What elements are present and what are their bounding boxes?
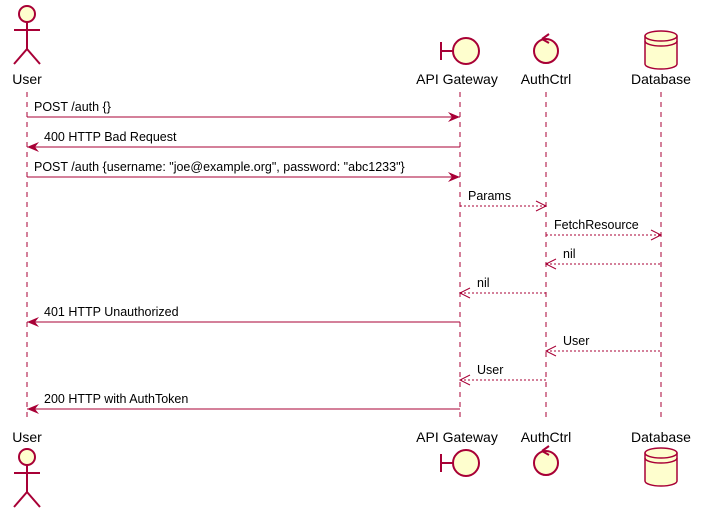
participant-api-gateway-bottom: API Gateway — [416, 429, 498, 477]
arrowhead-icon — [458, 374, 471, 386]
message: Params — [460, 189, 548, 212]
participant-label: AuthCtrl — [521, 429, 572, 445]
arrowhead-icon — [544, 258, 557, 270]
message-label: nil — [563, 247, 576, 261]
message-label: 200 HTTP with AuthToken — [44, 392, 188, 406]
message-label: POST /auth {} — [34, 100, 111, 114]
participant-user-top: User — [12, 5, 42, 87]
arrowhead-icon — [448, 172, 460, 182]
arrowhead-icon — [27, 317, 39, 327]
message-label: FetchResource — [554, 218, 639, 232]
message: POST /auth {} — [27, 100, 460, 122]
boundary-icon — [440, 37, 480, 65]
participant-label: Database — [631, 429, 691, 445]
message: 400 HTTP Bad Request — [27, 130, 460, 152]
messages: POST /auth {} 400 HTTP Bad Request POST … — [27, 100, 663, 414]
participant-authctrl-bottom: AuthCtrl — [521, 429, 572, 476]
control-icon — [533, 445, 559, 476]
participant-authctrl-top: AuthCtrl — [521, 33, 572, 87]
message: FetchResource — [546, 218, 663, 241]
boundary-icon — [440, 449, 480, 477]
message-label: 400 HTTP Bad Request — [44, 130, 177, 144]
participant-database-bottom: Database — [631, 429, 691, 487]
participant-label: API Gateway — [416, 429, 498, 445]
database-icon — [644, 447, 678, 487]
participant-database-top: Database — [631, 30, 691, 87]
arrowhead-icon — [535, 200, 548, 212]
participant-label: User — [12, 429, 42, 445]
message-label: User — [563, 334, 589, 348]
message: nil — [544, 247, 661, 270]
message: User — [544, 334, 661, 357]
arrowhead-icon — [448, 112, 460, 122]
participant-label: Database — [631, 71, 691, 87]
message-label: 401 HTTP Unauthorized — [44, 305, 179, 319]
message: nil — [458, 276, 546, 299]
arrowhead-icon — [27, 404, 39, 414]
message-label: Params — [468, 189, 511, 203]
participant-label: AuthCtrl — [521, 71, 572, 87]
control-icon — [533, 33, 559, 64]
message-label: User — [477, 363, 503, 377]
actor-icon — [13, 448, 41, 508]
participant-label: User — [12, 71, 42, 87]
message: 401 HTTP Unauthorized — [27, 305, 460, 327]
message: 200 HTTP with AuthToken — [27, 392, 460, 414]
database-icon — [644, 30, 678, 70]
arrowhead-icon — [458, 287, 471, 299]
participant-api-gateway-top: API Gateway — [416, 37, 498, 87]
message: POST /auth {username: "joe@example.org",… — [27, 160, 460, 182]
arrowhead-icon — [544, 345, 557, 357]
arrowhead-icon — [27, 142, 39, 152]
participant-label: API Gateway — [416, 71, 498, 87]
message-label: nil — [477, 276, 490, 290]
participant-user-bottom: User — [12, 429, 42, 508]
actor-icon — [13, 5, 41, 65]
arrowhead-icon — [650, 229, 663, 241]
message: User — [458, 363, 546, 386]
message-label: POST /auth {username: "joe@example.org",… — [34, 160, 405, 174]
